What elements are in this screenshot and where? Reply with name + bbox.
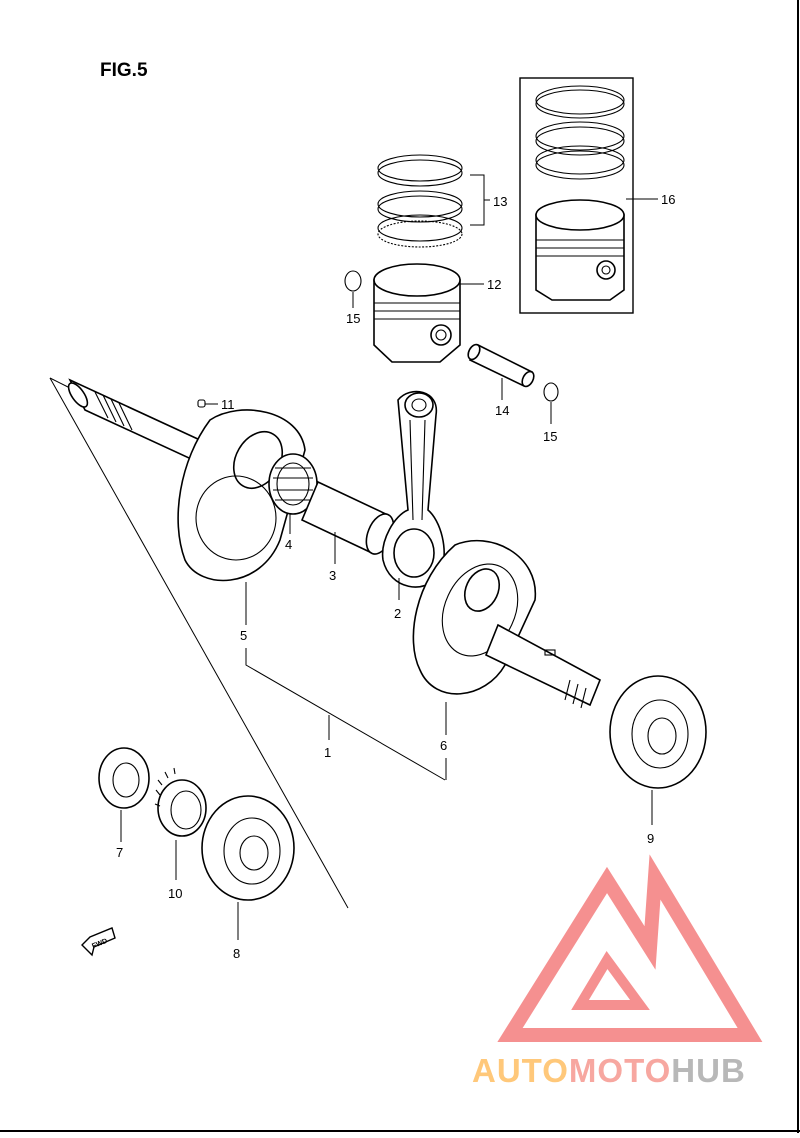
callout-5: 5 xyxy=(240,628,247,643)
piston-pin-14 xyxy=(467,343,535,388)
crankshaft-right-6 xyxy=(412,539,602,709)
callout-10: 10 xyxy=(168,886,182,901)
callout-3: 3 xyxy=(329,568,336,583)
piston-12 xyxy=(373,263,461,363)
bracket-13 xyxy=(470,174,490,226)
circlip-15-right xyxy=(543,382,559,402)
circlip-15-left xyxy=(344,270,362,292)
callout-11: 11 xyxy=(221,397,235,412)
ball-bearing-8 xyxy=(201,795,295,901)
watermark-auto: AUTO xyxy=(472,1052,569,1089)
watermark-text: AUTOMOTOHUB xyxy=(472,1052,746,1089)
watermark-hub: HUB xyxy=(671,1052,746,1089)
bearing-7 xyxy=(98,747,150,809)
callout-8: 8 xyxy=(233,946,240,961)
crankshaft-left-5 xyxy=(67,378,306,582)
gear-ring-10 xyxy=(154,767,207,837)
needle-bearing-4 xyxy=(268,453,318,515)
callout-6: 6 xyxy=(440,738,447,753)
crank-guide-line xyxy=(49,377,349,909)
callout-2: 2 xyxy=(394,606,401,621)
piston-16 xyxy=(535,199,625,301)
figure-title: FIG.5 xyxy=(100,60,148,81)
callout-9: 9 xyxy=(647,831,654,846)
bracket-1-left xyxy=(245,648,446,781)
watermark-moto: MOTO xyxy=(569,1052,671,1089)
automotohub-logo-icon xyxy=(497,854,763,1042)
piston-set-box xyxy=(519,77,634,314)
callout-1: 1 xyxy=(324,745,331,760)
connecting-rod-2 xyxy=(381,390,445,588)
callout-4: 4 xyxy=(285,537,292,552)
ball-bearing-9 xyxy=(609,675,707,789)
key-11 xyxy=(197,399,206,408)
guide-top xyxy=(49,377,71,389)
crank-pin-3 xyxy=(300,480,395,555)
callout-13: 13 xyxy=(493,194,507,209)
callout-15a: 15 xyxy=(346,311,360,326)
callout-12: 12 xyxy=(487,277,501,292)
piston-ring-set-16 xyxy=(535,85,625,180)
callout-15b: 15 xyxy=(543,429,557,444)
callout-7: 7 xyxy=(116,845,123,860)
callout-14: 14 xyxy=(495,403,509,418)
callout-16: 16 xyxy=(661,192,675,207)
piston-rings-13 xyxy=(377,154,463,248)
fwd-arrow-icon: FWD xyxy=(81,927,116,957)
